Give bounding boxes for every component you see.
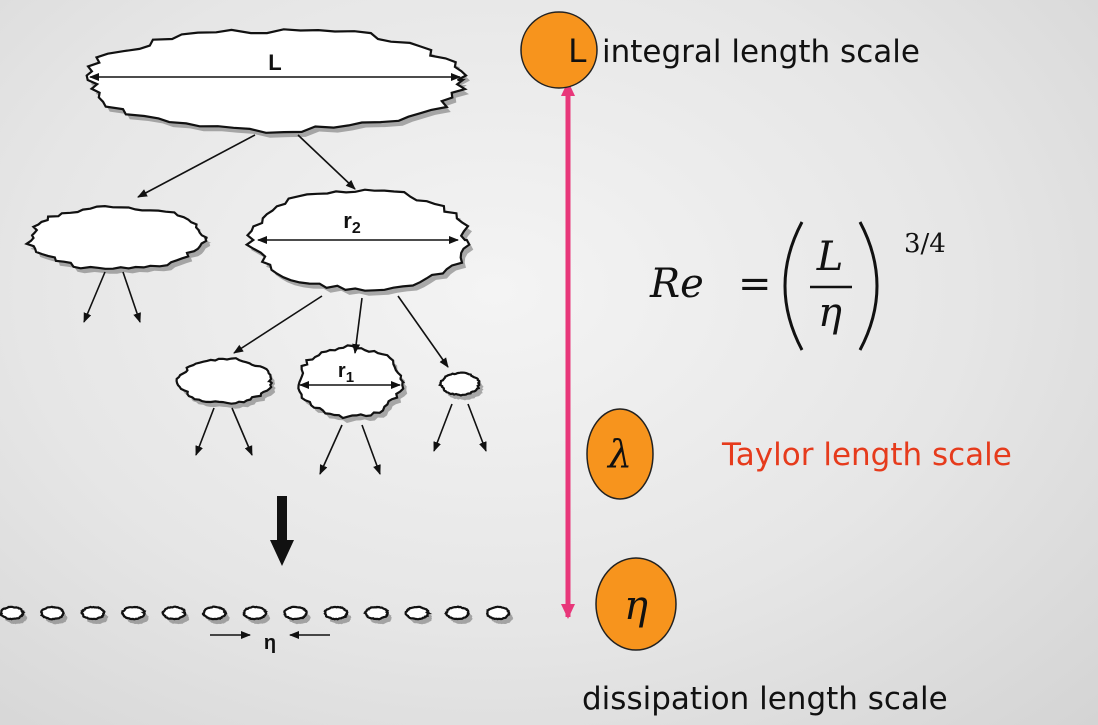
taylor-scale-circle xyxy=(586,408,654,500)
cascade-arrows xyxy=(83,134,487,566)
dissipation-eddy-9 xyxy=(323,605,349,621)
dissipation-eddy-8 xyxy=(283,605,308,621)
eq-exponent: 3/4 xyxy=(904,229,946,259)
r2-label-main: r xyxy=(343,208,352,233)
dissipation-eddy-10 xyxy=(363,605,390,621)
arrow-left-2 xyxy=(122,271,141,323)
dissipation-scale-symbol: η xyxy=(624,583,648,629)
dissipation-eddy-11 xyxy=(404,605,433,621)
arrow-left-1 xyxy=(83,271,106,323)
r1-label: r1 xyxy=(338,360,354,386)
arrow-small-1 xyxy=(195,407,215,456)
dissipation-eddy-6 xyxy=(201,605,228,621)
cloud-small xyxy=(175,357,274,405)
eq-lhs: Re xyxy=(649,261,704,307)
cloud-tiny xyxy=(438,371,481,397)
arrow-L-to-r2 xyxy=(297,134,356,190)
arrow-tiny-2 xyxy=(467,403,487,452)
thick-down-arrow xyxy=(270,496,294,566)
dissipation-eddy-3 xyxy=(80,605,106,621)
arrow-r2-to-small xyxy=(233,295,323,354)
r1-label-main: r xyxy=(338,360,346,382)
eq-numerator: L xyxy=(816,234,844,280)
arrow-r2-to-tiny xyxy=(397,295,449,368)
eddy-clouds xyxy=(0,28,514,625)
arrow-L-to-left xyxy=(137,134,256,198)
dissipation-scale-circle xyxy=(595,557,677,651)
dissipation-eddy-7 xyxy=(242,605,268,621)
dissipation-eddy-12 xyxy=(444,605,470,621)
arrow-r2-to-r1 xyxy=(352,297,363,354)
reynolds-equation: Re = L η 3/4 xyxy=(649,221,946,351)
eq-equals: = xyxy=(738,261,772,307)
size-arrows xyxy=(89,73,461,639)
taylor-scale-label: Taylor length scale xyxy=(721,437,1012,473)
arrow-tiny-1 xyxy=(433,403,453,452)
large-eddy-label: L xyxy=(268,50,281,75)
arrow-r1-1 xyxy=(319,424,343,475)
dissipation-eddy-2 xyxy=(39,605,65,621)
dissipation-eddy-4 xyxy=(120,605,147,621)
r2-label-sub: 2 xyxy=(352,220,361,237)
dissipation-scale-label: dissipation length scale xyxy=(582,681,948,717)
r1-label-sub: 1 xyxy=(346,369,354,386)
arrow-small-2 xyxy=(231,407,253,456)
arrow-r1-2 xyxy=(361,424,381,475)
dissipation-eddy-1 xyxy=(0,605,26,621)
integral-scale-circle xyxy=(520,11,598,89)
cloud-left-mid xyxy=(24,204,208,270)
integral-scale-label: integral length scale xyxy=(602,34,920,70)
integral-scale-symbol: L xyxy=(569,32,588,70)
dissipation-eddy-13 xyxy=(485,605,511,621)
taylor-scale-symbol: λ xyxy=(606,432,632,476)
eq-denominator: η xyxy=(818,290,842,336)
cloud-large-L xyxy=(85,28,468,134)
eta-label: η xyxy=(264,632,276,654)
r2-label: r2 xyxy=(343,208,361,237)
cloud-r1 xyxy=(297,344,406,420)
eq-right-paren xyxy=(858,221,879,351)
dissipation-eddy-5 xyxy=(161,605,187,621)
eq-left-paren xyxy=(783,221,804,351)
